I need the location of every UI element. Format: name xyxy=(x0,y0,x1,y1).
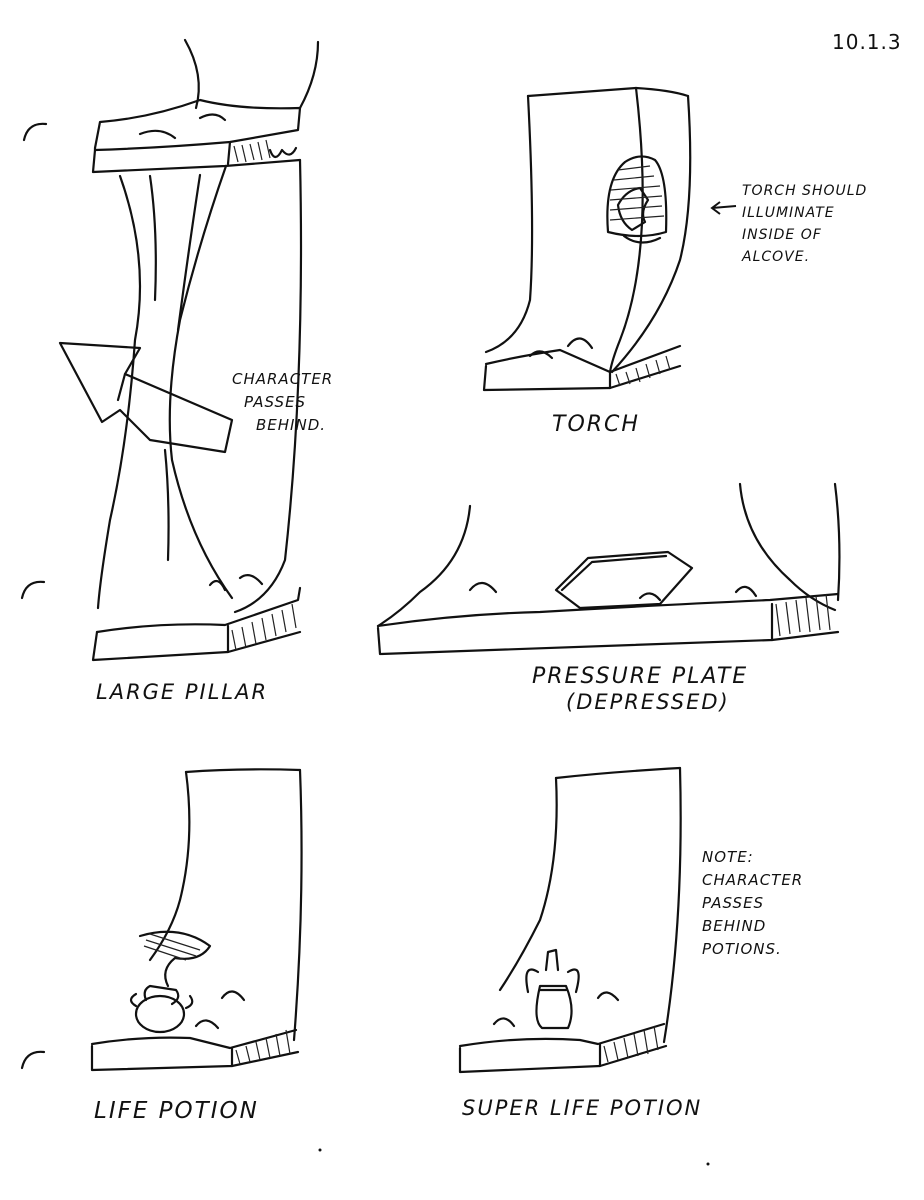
page-number: 10.1.3 xyxy=(832,30,902,54)
large-pillar-hatching xyxy=(231,139,297,651)
pressure-plate-hatching xyxy=(775,593,831,637)
torch-hatching xyxy=(609,165,671,387)
binder-hole-middle xyxy=(20,580,46,600)
super-life-potion-sketch xyxy=(458,766,682,1074)
large-pillar-note: CHARACTER PASSES BEHIND. xyxy=(232,368,333,437)
super-life-potion-bottle xyxy=(535,984,573,1030)
large-pillar-caption: LARGE PILLAR xyxy=(96,680,269,704)
life-potion-sketch xyxy=(90,768,303,1072)
torch-note-line-3: INSIDE OF xyxy=(742,227,822,243)
torch-note-line-2: ILLUMINATE xyxy=(742,205,835,221)
stray-dot-2 xyxy=(706,1162,710,1166)
binder-hole-top xyxy=(22,122,48,142)
torch-alcove xyxy=(606,155,668,238)
super-life-potion-note-line-2: CHARACTER xyxy=(702,871,804,889)
super-life-potion-caption: SUPER LIFE POTION xyxy=(462,1096,703,1120)
torch-sketch xyxy=(482,86,692,392)
binder-holes xyxy=(20,122,48,1070)
binder-hole-bottom xyxy=(20,1050,46,1070)
pressure-plate xyxy=(554,550,694,610)
super-life-potion-note-line-3: PASSES xyxy=(702,894,765,912)
stray-dot-1 xyxy=(318,1148,322,1152)
torch-note-line-4: ALCOVE. xyxy=(742,249,811,265)
torch-note: TORCH SHOULD ILLUMINATE INSIDE OF ALCOVE… xyxy=(742,180,867,268)
life-potion-bottle xyxy=(134,994,186,1034)
large-pillar-note-line-2: PASSES xyxy=(244,393,307,411)
life-potion-hatching xyxy=(143,933,291,1065)
torch-note-arrow xyxy=(710,201,737,215)
torch-caption: TORCH xyxy=(552,412,640,437)
large-pillar-sketch xyxy=(58,38,320,662)
super-life-potion-note: NOTE: CHARACTER PASSES BEHIND POTIONS. xyxy=(702,846,803,961)
pressure-plate-caption: PRESSURE PLATE xyxy=(532,664,749,689)
pressure-plate-caption-state: (DEPRESSED) xyxy=(566,690,730,714)
super-life-potion-note-line-5: POTIONS. xyxy=(702,940,782,958)
life-potion-caption: LIFE POTION xyxy=(94,1098,259,1124)
super-life-potion-hatching xyxy=(603,1025,659,1063)
large-pillar-note-line-1: CHARACTER xyxy=(232,370,334,388)
super-life-potion-note-line-1: NOTE: xyxy=(702,848,754,866)
large-pillar-note-line-3: BEHIND. xyxy=(256,416,327,434)
super-life-potion-note-line-4: BEHIND xyxy=(702,917,767,935)
torch-note-line-1: TORCH SHOULD xyxy=(742,183,868,199)
pressure-plate-sketch xyxy=(376,482,841,656)
